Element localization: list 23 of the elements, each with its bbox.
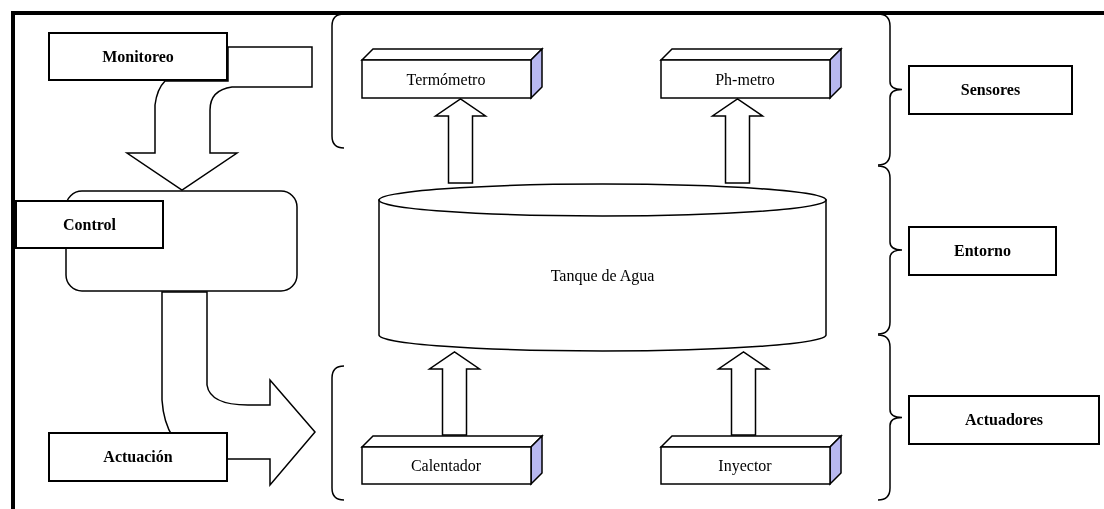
block-arrow	[427, 351, 482, 436]
block-arrow	[161, 291, 316, 486]
label-box	[908, 395, 1100, 445]
tank-label: Tanque de Agua	[550, 267, 655, 285]
block-arrow	[710, 98, 765, 184]
box-label: Monitoreo	[102, 47, 174, 66]
box-label: Inyector	[718, 457, 772, 475]
box-label: Sensores	[960, 81, 1021, 99]
box-label: Calentador	[410, 457, 482, 475]
box-label: Control	[62, 215, 116, 234]
box-label: Actuación	[103, 448, 173, 466]
box-label: Entorno	[954, 242, 1011, 260]
block-arrow	[716, 351, 771, 436]
label-box	[15, 200, 164, 249]
label-box	[48, 32, 228, 81]
block-arrow	[126, 46, 313, 191]
label-box	[908, 226, 1057, 276]
label-box	[908, 65, 1073, 115]
box-label: Ph-metro	[715, 70, 775, 89]
box-label: Actuadores	[965, 411, 1043, 429]
box-label: Termómetro	[406, 70, 486, 89]
block-arrow	[433, 98, 488, 184]
label-box	[48, 432, 228, 482]
